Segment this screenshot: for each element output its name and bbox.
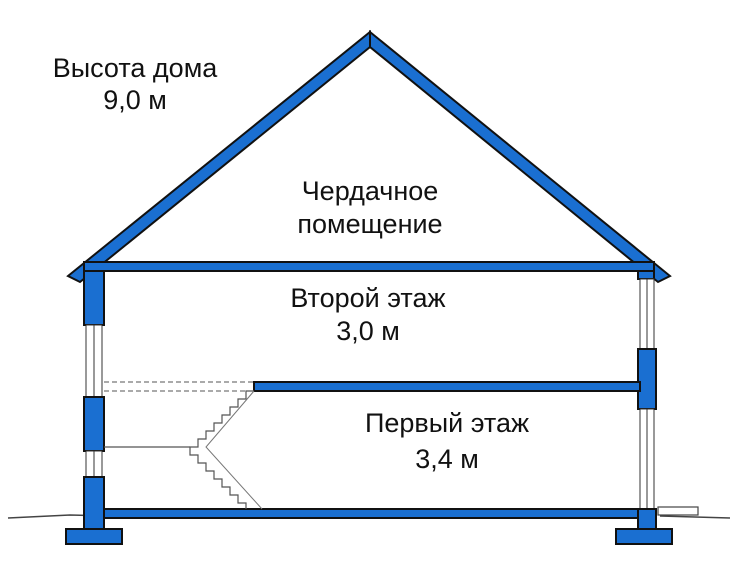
- right-wall-bottom: [637, 508, 657, 530]
- right-wall-mid: [637, 348, 657, 410]
- left-wall-bottom: [83, 476, 105, 530]
- left-foundation: [65, 528, 123, 545]
- attic-label-line1: Чердачное: [302, 176, 439, 206]
- staircase: [189, 390, 254, 509]
- house-height-value: 9,0 м: [103, 85, 167, 115]
- house-height-label: Высота дома: [53, 53, 219, 83]
- ground-line-right: [659, 515, 731, 519]
- left-wall-mid: [83, 396, 105, 452]
- second-floor-slab: [253, 381, 641, 392]
- ground-step: [657, 506, 699, 516]
- roof-right-slope: [369, 29, 672, 284]
- right-wall-top: [637, 270, 655, 280]
- second-floor-label: Второй этаж: [290, 283, 445, 313]
- first-floor-slab: [103, 508, 639, 519]
- first-floor-label: Первый этаж: [365, 408, 529, 438]
- first-floor-height: 3,4 м: [415, 444, 479, 474]
- attic-floor-slab: [83, 261, 655, 272]
- second-floor-height: 3,0 м: [336, 316, 400, 346]
- left-wall-top: [83, 270, 105, 326]
- stair-underside: [205, 390, 263, 510]
- right-foundation: [615, 528, 673, 545]
- attic-label-line2: помещение: [297, 209, 442, 239]
